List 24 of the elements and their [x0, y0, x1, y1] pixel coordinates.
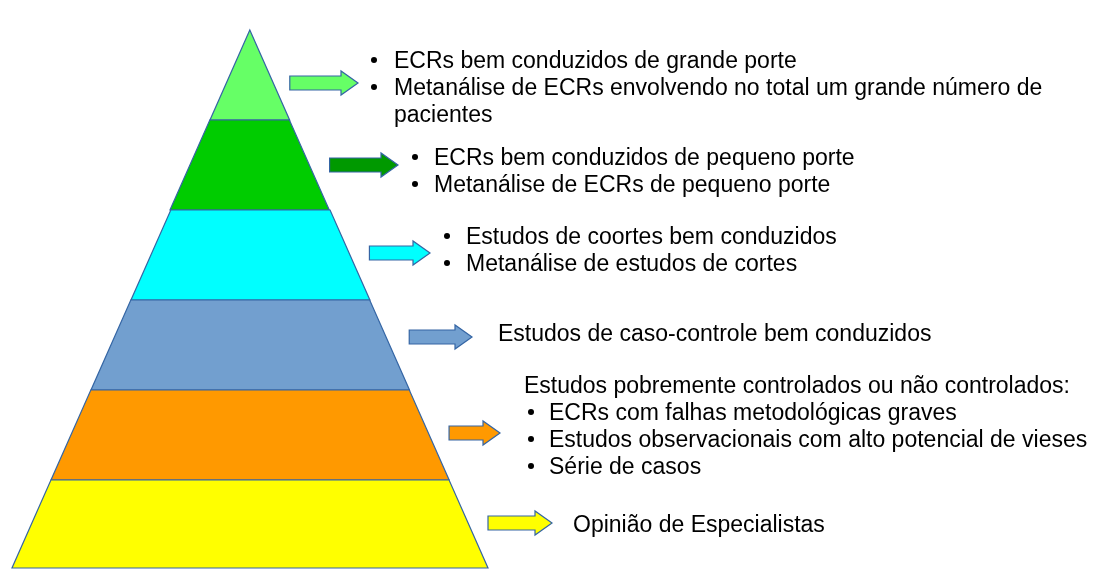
block-arrow — [329, 151, 400, 179]
pyramid-tier — [90, 300, 410, 390]
pyramid-tier — [130, 210, 370, 300]
bullet-item: ECRs bem conduzidos de grande porte — [358, 47, 1058, 74]
bullet-item: Série de casos — [500, 453, 1096, 480]
pyramid-tier — [12, 480, 488, 568]
bullet-item: Estudos observacionais com alto potencial de vieses — [500, 426, 1096, 453]
bullet-item: Metanálise de estudos de cortes — [430, 250, 950, 277]
block-arrow — [368, 239, 432, 267]
bullet-item: ECRs bem conduzidos de pequeno porte — [398, 144, 958, 171]
text-label: Estudos de caso-controle bem conduzidos — [497, 320, 933, 347]
bullet-item: Metanálise de ECRs envolvendo no total um grande número de pacientes — [358, 74, 1058, 128]
bullet-item: Metanálise de ECRs de pequeno porte — [398, 171, 958, 198]
bullet-item: Estudos de coortes bem conduzidos — [430, 223, 950, 250]
text-label: Opinião de Especialistas — [572, 511, 826, 538]
pyramid-tier — [170, 120, 330, 210]
pyramid-tier — [210, 30, 290, 120]
block-arrow — [289, 69, 360, 97]
text-label: Estudos pobremente controlados ou não controlados: — [523, 372, 1071, 399]
block-arrow — [448, 419, 502, 447]
pyramid-tier — [50, 390, 450, 480]
block-arrow — [487, 509, 554, 537]
block-arrow — [408, 323, 474, 351]
bullet-item: ECRs com falhas metodológicas graves — [500, 399, 1096, 426]
